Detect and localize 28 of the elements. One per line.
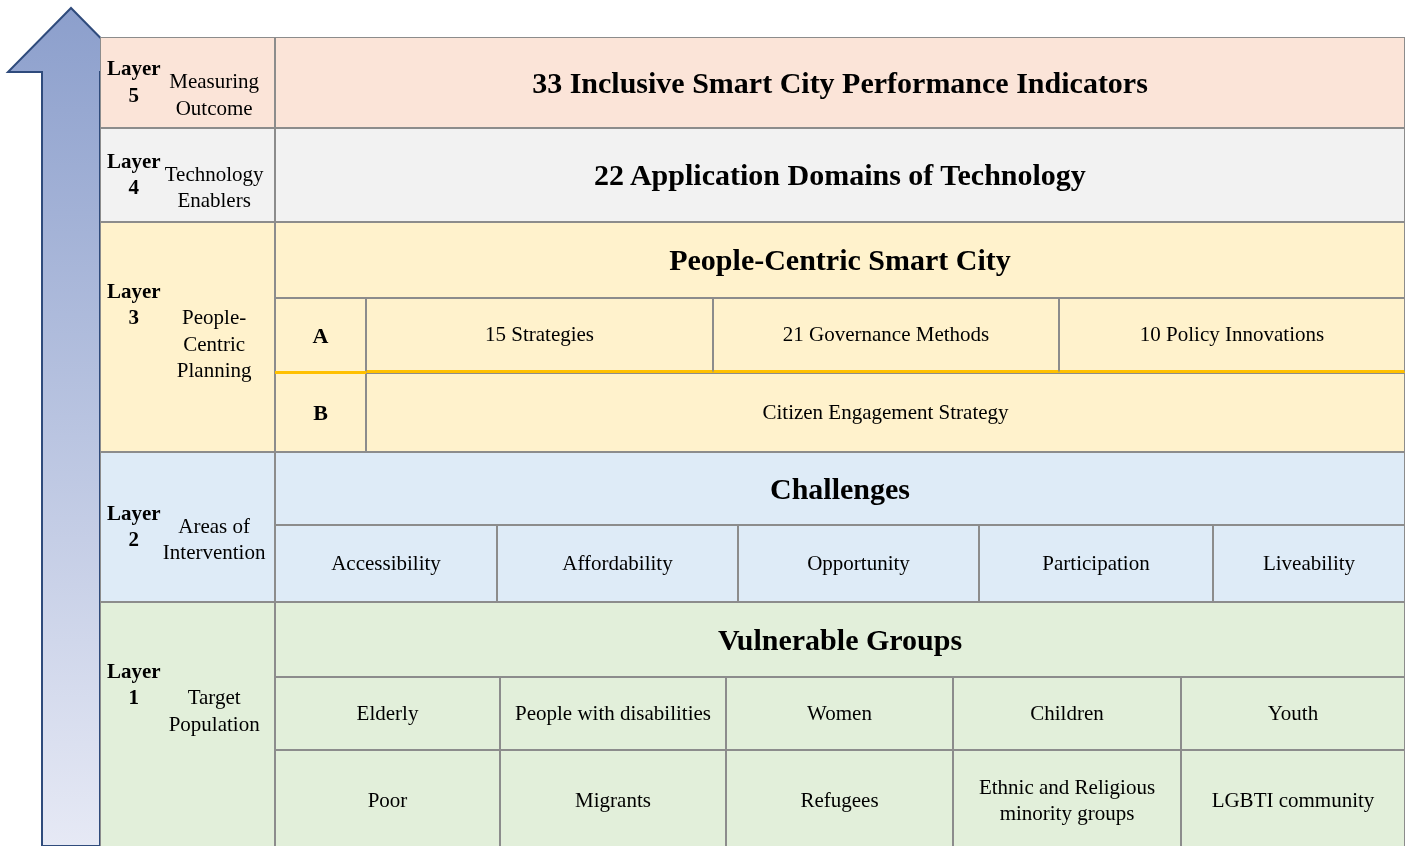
- layer-name: Layer 3 People-Centric Planning: [100, 222, 275, 452]
- item-cell: Accessibility: [275, 525, 497, 602]
- item-cell: Poor: [275, 750, 500, 846]
- item-cell: LGBTI community: [1181, 750, 1405, 846]
- layer-heading: 33 Inclusive Smart City Performance Indicators: [275, 37, 1405, 128]
- item-cell: 15 Strategies: [366, 298, 713, 373]
- item-cell: Affordability: [497, 525, 738, 602]
- item-cell: 21 Governance Methods: [713, 298, 1059, 373]
- layer-heading: Vulnerable Groups: [275, 602, 1405, 677]
- item-cell: Children: [953, 677, 1181, 750]
- item-cell: Citizen Engagement Strategy: [366, 373, 1405, 452]
- row-letter: A: [275, 298, 366, 373]
- item-cell: People with disabilities: [500, 677, 726, 750]
- item-cell: Participation: [979, 525, 1213, 602]
- layer-heading: People-Centric Smart City: [275, 222, 1405, 298]
- item-cell: Liveability: [1213, 525, 1405, 602]
- item-cell: 10 Policy Innovations: [1059, 298, 1405, 373]
- item-cell: Migrants: [500, 750, 726, 846]
- row-letter: B: [275, 373, 366, 452]
- item-cell: Opportunity: [738, 525, 979, 602]
- layer-heading: 22 Application Domains of Technology: [275, 128, 1405, 222]
- item-cell: Refugees: [726, 750, 953, 846]
- layer-name: Layer 1 Target Population: [100, 602, 275, 846]
- item-cell: Women: [726, 677, 953, 750]
- layer-heading: Challenges: [275, 452, 1405, 525]
- item-cell: Youth: [1181, 677, 1405, 750]
- item-cell: Ethnic and Religious minority groups: [953, 750, 1181, 846]
- item-cell: Elderly: [275, 677, 500, 750]
